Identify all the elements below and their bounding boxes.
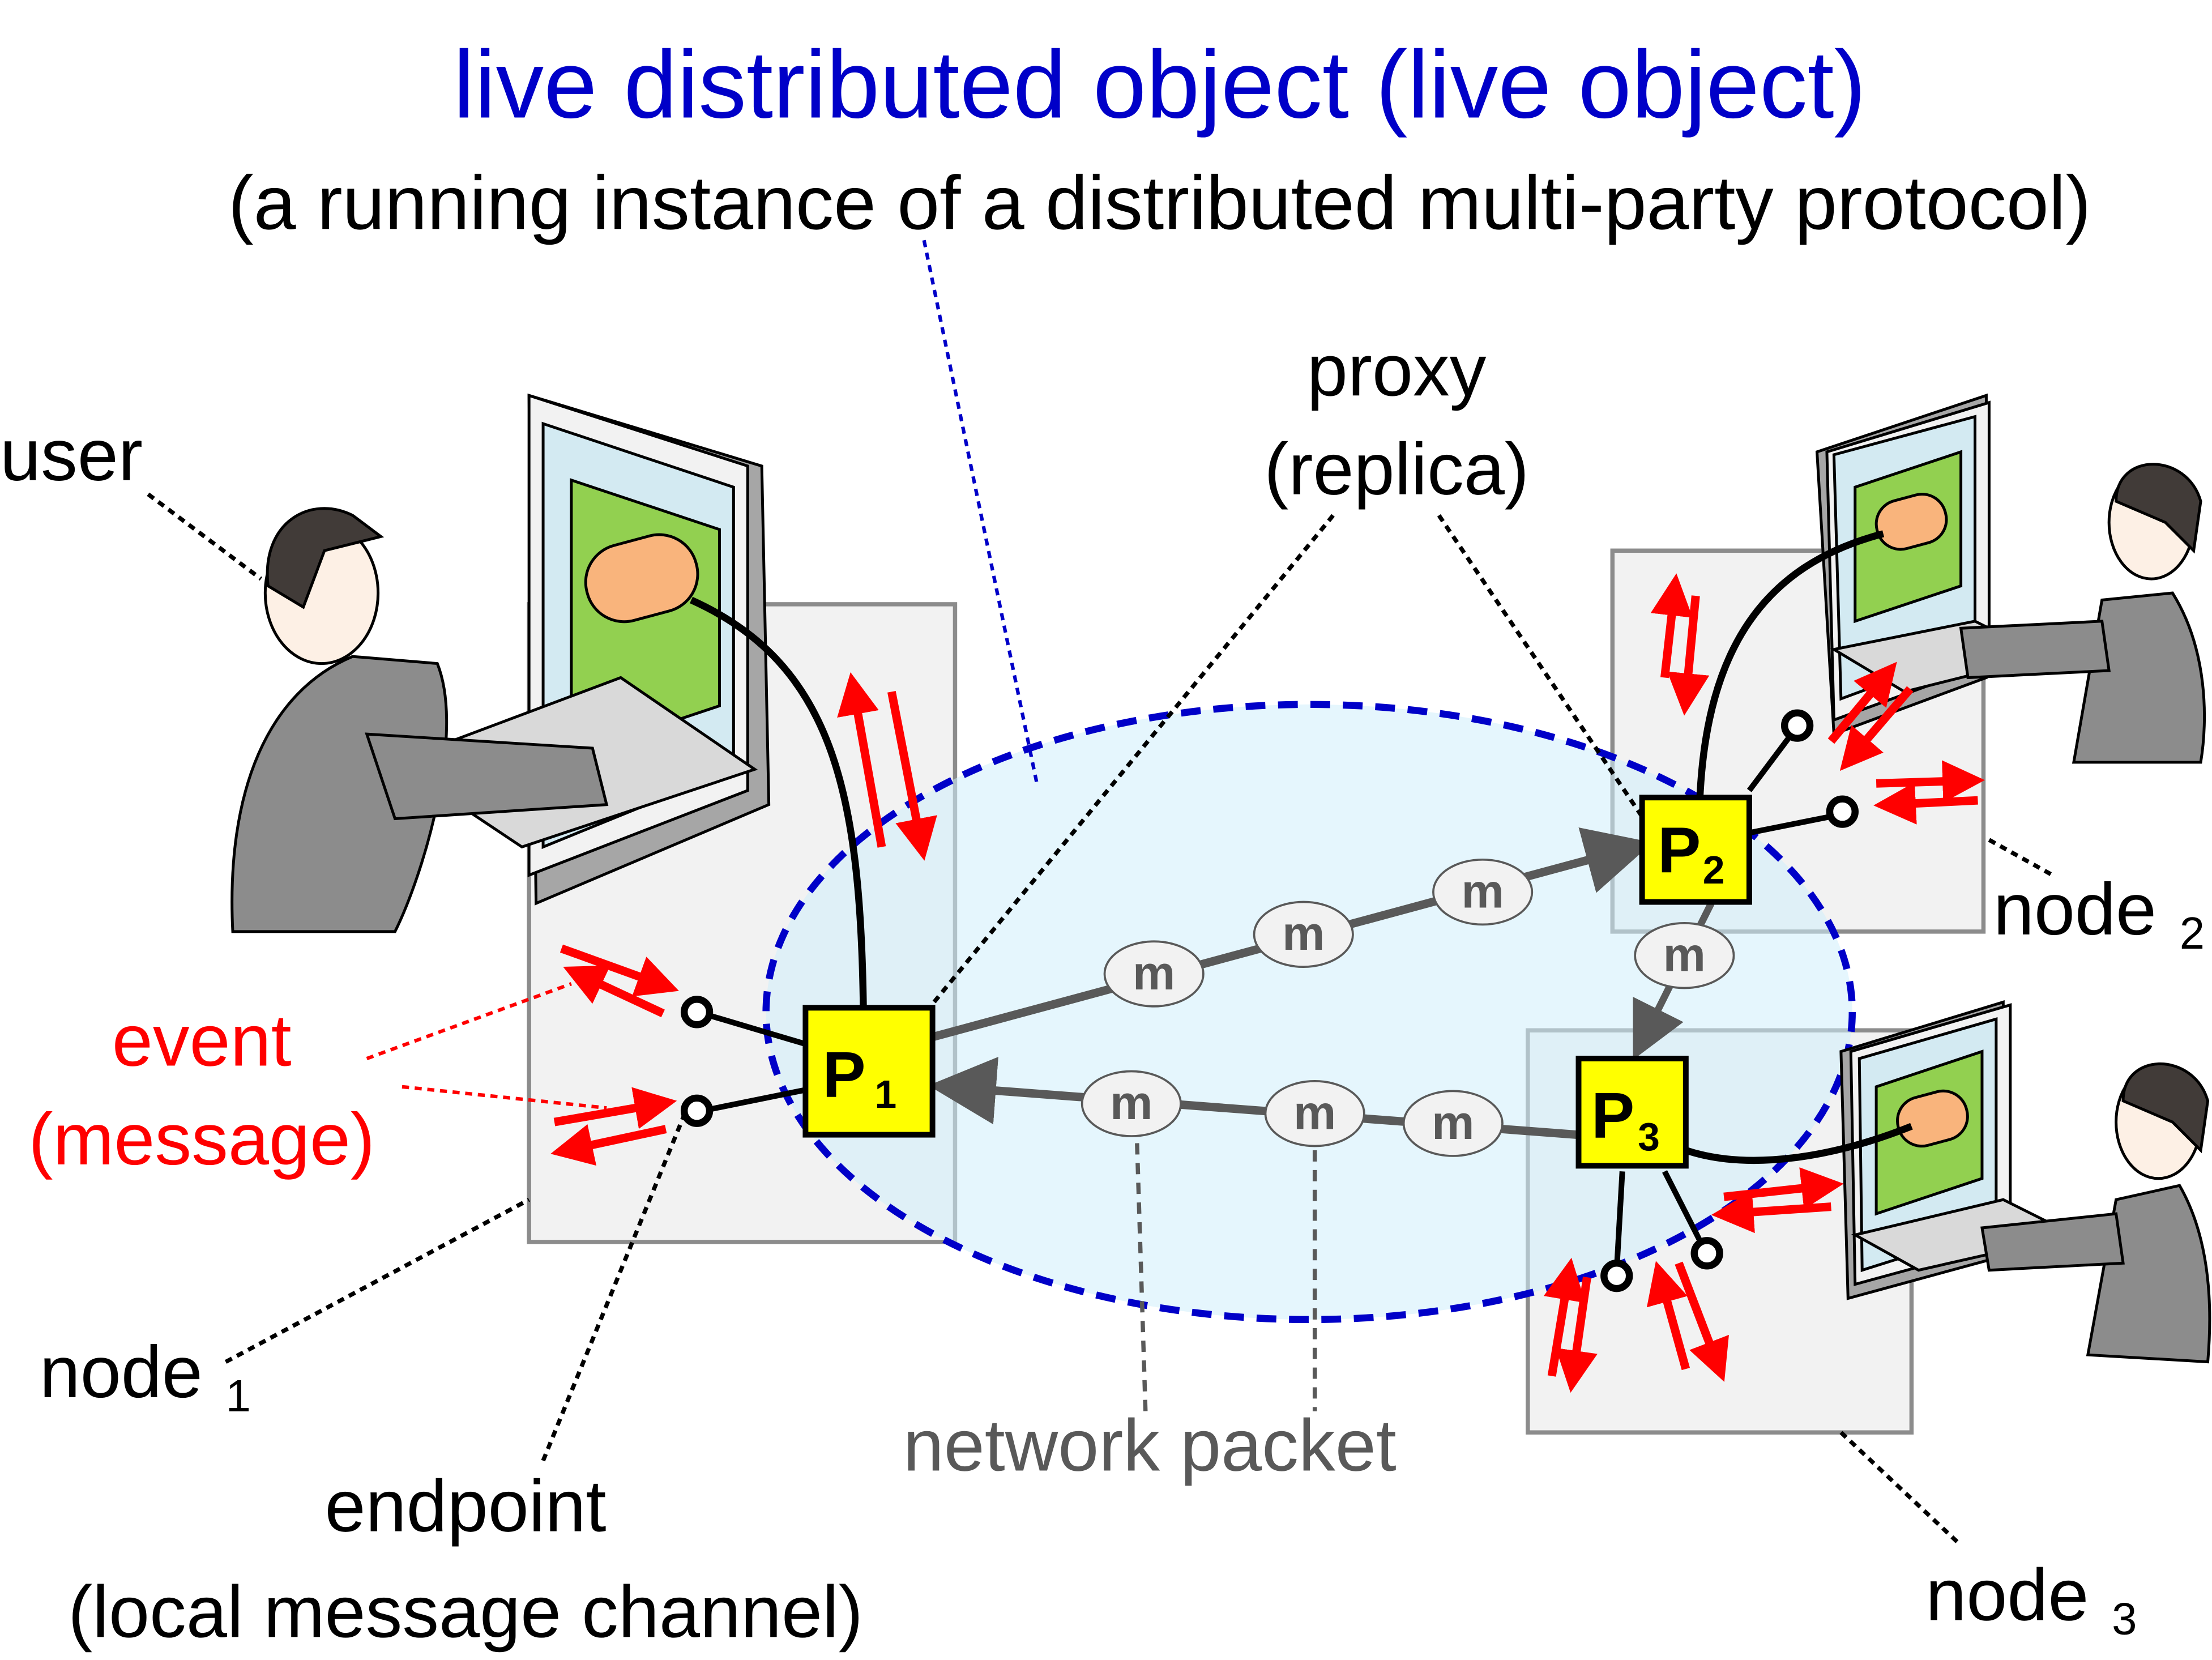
user-2-figure	[1959, 463, 2206, 764]
node1-sub: 1	[226, 1371, 251, 1421]
event-arrows	[550, 573, 1985, 1393]
event-label: event	[112, 1000, 292, 1082]
node1-label: node 1	[40, 1332, 251, 1421]
p2-screen-link	[1696, 530, 1885, 798]
message-label: (message)	[28, 1099, 375, 1180]
packet-label: m	[1110, 1076, 1152, 1129]
endpoint-circles[interactable]	[680, 709, 1859, 1292]
endpoints	[702, 732, 1835, 1270]
packet-bubble	[1081, 1070, 1182, 1137]
endpoint-1a[interactable]	[680, 996, 714, 1029]
computer-1	[392, 393, 771, 906]
node3-name: node	[1925, 1554, 2089, 1636]
p3-screen-link	[1684, 1123, 1913, 1164]
proxy-p1-letter: P	[822, 1038, 865, 1111]
packet-label: m	[1282, 906, 1325, 960]
packet-label: m	[1663, 928, 1706, 982]
endpoint-1b[interactable]	[680, 1094, 714, 1127]
computer-2	[1815, 393, 2050, 736]
proxy-pointer-2	[1437, 514, 1646, 820]
endpoint-3a[interactable]	[1600, 1260, 1633, 1292]
node3-label: node 3	[1925, 1554, 2137, 1644]
endpoint-2b[interactable]	[1826, 795, 1859, 828]
proxy-p1-sub: 1	[874, 1072, 896, 1116]
node3-pointer	[1839, 1431, 1963, 1547]
user-3-figure	[1980, 1062, 2211, 1364]
packet-bubble	[1402, 1090, 1504, 1157]
endpoint-pointer	[541, 1114, 686, 1462]
proxy-pointer-1	[926, 514, 1335, 1011]
packet-bubble	[1264, 1080, 1365, 1147]
user-label: user	[0, 415, 143, 496]
replica-label: (replica)	[1264, 429, 1529, 510]
proxy-p2-letter: P	[1658, 814, 1701, 886]
page-subtitle: (a running instance of a distributed mul…	[228, 160, 2091, 245]
event-pointer-1	[366, 982, 572, 1060]
node1-name: node	[40, 1332, 203, 1413]
packet-label: m	[1293, 1086, 1336, 1140]
packet-bubble	[1103, 940, 1205, 1008]
page-title: live distributed object (live object)	[453, 31, 1866, 138]
packet-label: m	[1432, 1095, 1474, 1149]
p1-screen-link	[690, 596, 867, 1009]
proxy-p3[interactable]: P 3	[1575, 1056, 1689, 1169]
packet-label: m	[1461, 864, 1504, 918]
endpoint-desc-label: (local message channel)	[68, 1571, 863, 1653]
packet-label: m	[1133, 946, 1175, 1000]
endpoint-2a[interactable]	[1780, 709, 1814, 742]
user-1-figure	[230, 507, 609, 933]
event-pointer-2	[402, 1085, 607, 1110]
proxy-label: proxy	[1307, 330, 1487, 411]
computer-3	[1839, 1000, 2078, 1300]
proxy-p3-sub: 3	[1638, 1115, 1660, 1159]
endpoint-label: endpoint	[325, 1466, 607, 1547]
packets: m m m m m m m	[1081, 858, 1735, 1157]
packet-bubble	[1634, 922, 1735, 989]
user-pointer	[147, 492, 263, 581]
network-packet-label: network packet	[903, 1405, 1397, 1486]
proxy-p2[interactable]: P 2	[1639, 795, 1752, 905]
title-pointer	[922, 240, 1039, 784]
packet-pointer-1	[1135, 1143, 1148, 1411]
proxy-p3-letter: P	[1591, 1079, 1634, 1152]
node3-sub: 3	[2112, 1593, 2137, 1644]
endpoint-3b[interactable]	[1690, 1237, 1723, 1270]
packet-bubble	[1253, 901, 1354, 968]
node1-pointer	[224, 1197, 530, 1364]
proxy-p2-sub: 2	[1703, 848, 1725, 892]
node2-name: node	[1993, 869, 2157, 950]
node2-label: node 2	[1993, 869, 2205, 958]
proxy-p1[interactable]: P 1	[802, 1005, 936, 1138]
node2-sub: 2	[2180, 908, 2205, 958]
packet-bubble	[1432, 858, 1534, 926]
